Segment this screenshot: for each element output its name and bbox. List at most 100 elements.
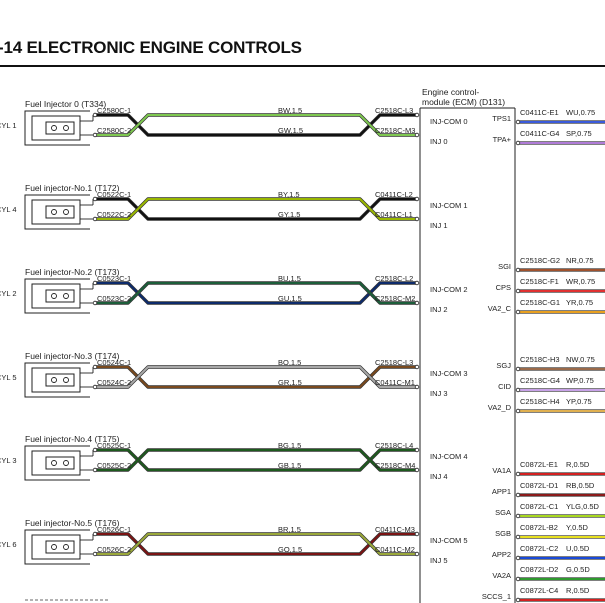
connector-pin-label: C0524C-1	[97, 358, 131, 367]
injector-connector-frame	[24, 529, 90, 565]
terminal-pin-icon	[92, 447, 98, 453]
wire-bottom	[95, 533, 417, 555]
coil-terminal-icon	[51, 293, 57, 299]
signal-connector-label: C0872L-E1	[520, 460, 558, 469]
ecm-pin-name: INJ 0	[430, 137, 448, 146]
signal-wire-spec: SP,0.75	[566, 129, 592, 138]
wire-spec-label: GR,1.5	[278, 378, 302, 387]
ecm-connector-label: C0411C-L1	[375, 210, 413, 219]
terminal-pin-icon	[515, 140, 521, 146]
ecm-connector-label: C2518C-M3	[375, 126, 415, 135]
wire-spec-label: BO,1.5	[278, 358, 301, 367]
signal-connector-label: C2518C-H4	[520, 397, 560, 406]
terminal-pin-icon	[92, 551, 98, 557]
injector-connector-frame	[24, 110, 90, 146]
signal-connector-label: C0411C-E1	[520, 108, 559, 117]
signal-wire-spec: YLG,0.5D	[566, 502, 600, 511]
terminal-pin-icon	[515, 555, 521, 561]
signal-connector-label: C0872L-C1	[520, 502, 558, 511]
terminal-pin-icon	[92, 364, 98, 370]
wire-top	[95, 282, 417, 304]
ecm-signal-pin-name: APP1	[492, 487, 511, 496]
signal-wire-spec: G,0.5D	[566, 565, 590, 574]
ecm-pin-name: INJ 1	[430, 221, 448, 230]
coil-terminal-icon	[63, 209, 69, 215]
signal-wire-spec: R,0.5D	[566, 460, 590, 469]
terminal-pin-icon	[92, 384, 98, 390]
coil-terminal-icon	[63, 460, 69, 466]
terminal-pin-icon	[92, 112, 98, 118]
signal-wire-spec: YR,0.75	[566, 298, 593, 307]
terminal-pin-icon	[92, 132, 98, 138]
terminal-pin-icon	[515, 288, 521, 294]
terminal-pin-icon	[414, 551, 420, 557]
ecm-pin-name: INJ-COM 5	[430, 536, 468, 545]
injector-title: Fuel injector-No.5 (T176)	[25, 518, 120, 528]
signal-connector-label: C2518C-H3	[520, 355, 560, 364]
injector-title: Fuel injector-No.1 (T172)	[25, 183, 120, 193]
cylinder-label: CYL 2	[0, 289, 17, 298]
ecm-signal-pin-name: VA2_D	[488, 403, 512, 412]
injector-coil-icon	[45, 456, 75, 470]
wire-bottom	[95, 366, 417, 388]
terminal-pin-icon	[414, 196, 420, 202]
ecm-signal-pin-name: VA2A	[492, 571, 511, 580]
wire-top	[95, 366, 417, 388]
wire-spec-label: BR,1.5	[278, 525, 301, 534]
coil-terminal-icon	[63, 377, 69, 383]
connector-pin-label: C0522C-1	[97, 190, 131, 199]
ecm-pin-name: INJ-COM 4	[430, 452, 468, 461]
terminal-pin-icon	[92, 196, 98, 202]
cylinder-label: CYL 5	[0, 373, 17, 382]
signal-connector-label: C0872L-D1	[520, 481, 558, 490]
injector-coil-icon	[45, 121, 75, 135]
injector-connector-frame	[24, 362, 90, 398]
ecm-pin-name: INJ-COM 1	[430, 201, 468, 210]
wire-spec-label: GB,1.5	[278, 461, 301, 470]
terminal-pin-icon	[414, 112, 420, 118]
ecm-signal-pin-name: TPA+	[493, 135, 512, 144]
injector-title: Fuel Injector 0 (T334)	[25, 99, 106, 109]
terminal-pin-icon	[92, 216, 98, 222]
signal-connector-label: C0872L-C4	[520, 586, 558, 595]
ecm-pin-name: INJ-COM 2	[430, 285, 468, 294]
wire-bottom	[95, 114, 417, 136]
wire-spec-label: GY,1.5	[278, 210, 300, 219]
signal-connector-label: C2518C-G4	[520, 376, 560, 385]
cylinder-label: CYL 4	[0, 205, 17, 214]
wire-spec-label: GW,1.5	[278, 126, 303, 135]
wire-spec-label: BY,1.5	[278, 190, 300, 199]
coil-terminal-icon	[51, 460, 57, 466]
injector-coil-icon	[45, 289, 75, 303]
ecm-signal-pin-name: TPS1	[492, 114, 511, 123]
terminal-pin-icon	[92, 467, 98, 473]
injector-connector-frame	[24, 445, 90, 481]
terminal-pin-icon	[414, 132, 420, 138]
injector-coil-icon	[45, 373, 75, 387]
coil-terminal-icon	[63, 544, 69, 550]
injector-coil-icon	[45, 540, 75, 554]
connector-pin-label: C0525C-1	[97, 441, 131, 450]
cylinder-label: CYL 1	[0, 121, 17, 130]
terminal-pin-icon	[515, 119, 521, 125]
signal-connector-label: C2518C-G2	[520, 256, 560, 265]
signal-wire-spec: WR,0.75	[566, 277, 595, 286]
signal-wire-spec: R,0.5D	[566, 586, 590, 595]
terminal-pin-icon	[515, 309, 521, 315]
ecm-signal-pin-name: SCCS_1	[482, 592, 511, 601]
terminal-pin-icon	[515, 597, 521, 603]
connector-pin-label: C2580C-2	[97, 126, 131, 135]
signal-connector-label: C0872L-D2	[520, 565, 558, 574]
signal-wire-spec: Y,0.5D	[566, 523, 589, 532]
terminal-pin-icon	[414, 384, 420, 390]
ecm-connector-label: C2518C-M2	[375, 294, 415, 303]
injector-connector-frame	[24, 194, 90, 230]
signal-connector-label: C0872L-C2	[520, 544, 558, 553]
page-title: -14 ELECTRONIC ENGINE CONTROLS	[0, 38, 302, 57]
ecm-signal-pin-name: SGB	[495, 529, 511, 538]
injector-title: Fuel injector-No.3 (T174)	[25, 351, 120, 361]
terminal-pin-icon	[414, 447, 420, 453]
signal-wire-spec: YP,0.75	[566, 397, 592, 406]
signal-connector-label: C2518C-F1	[520, 277, 559, 286]
